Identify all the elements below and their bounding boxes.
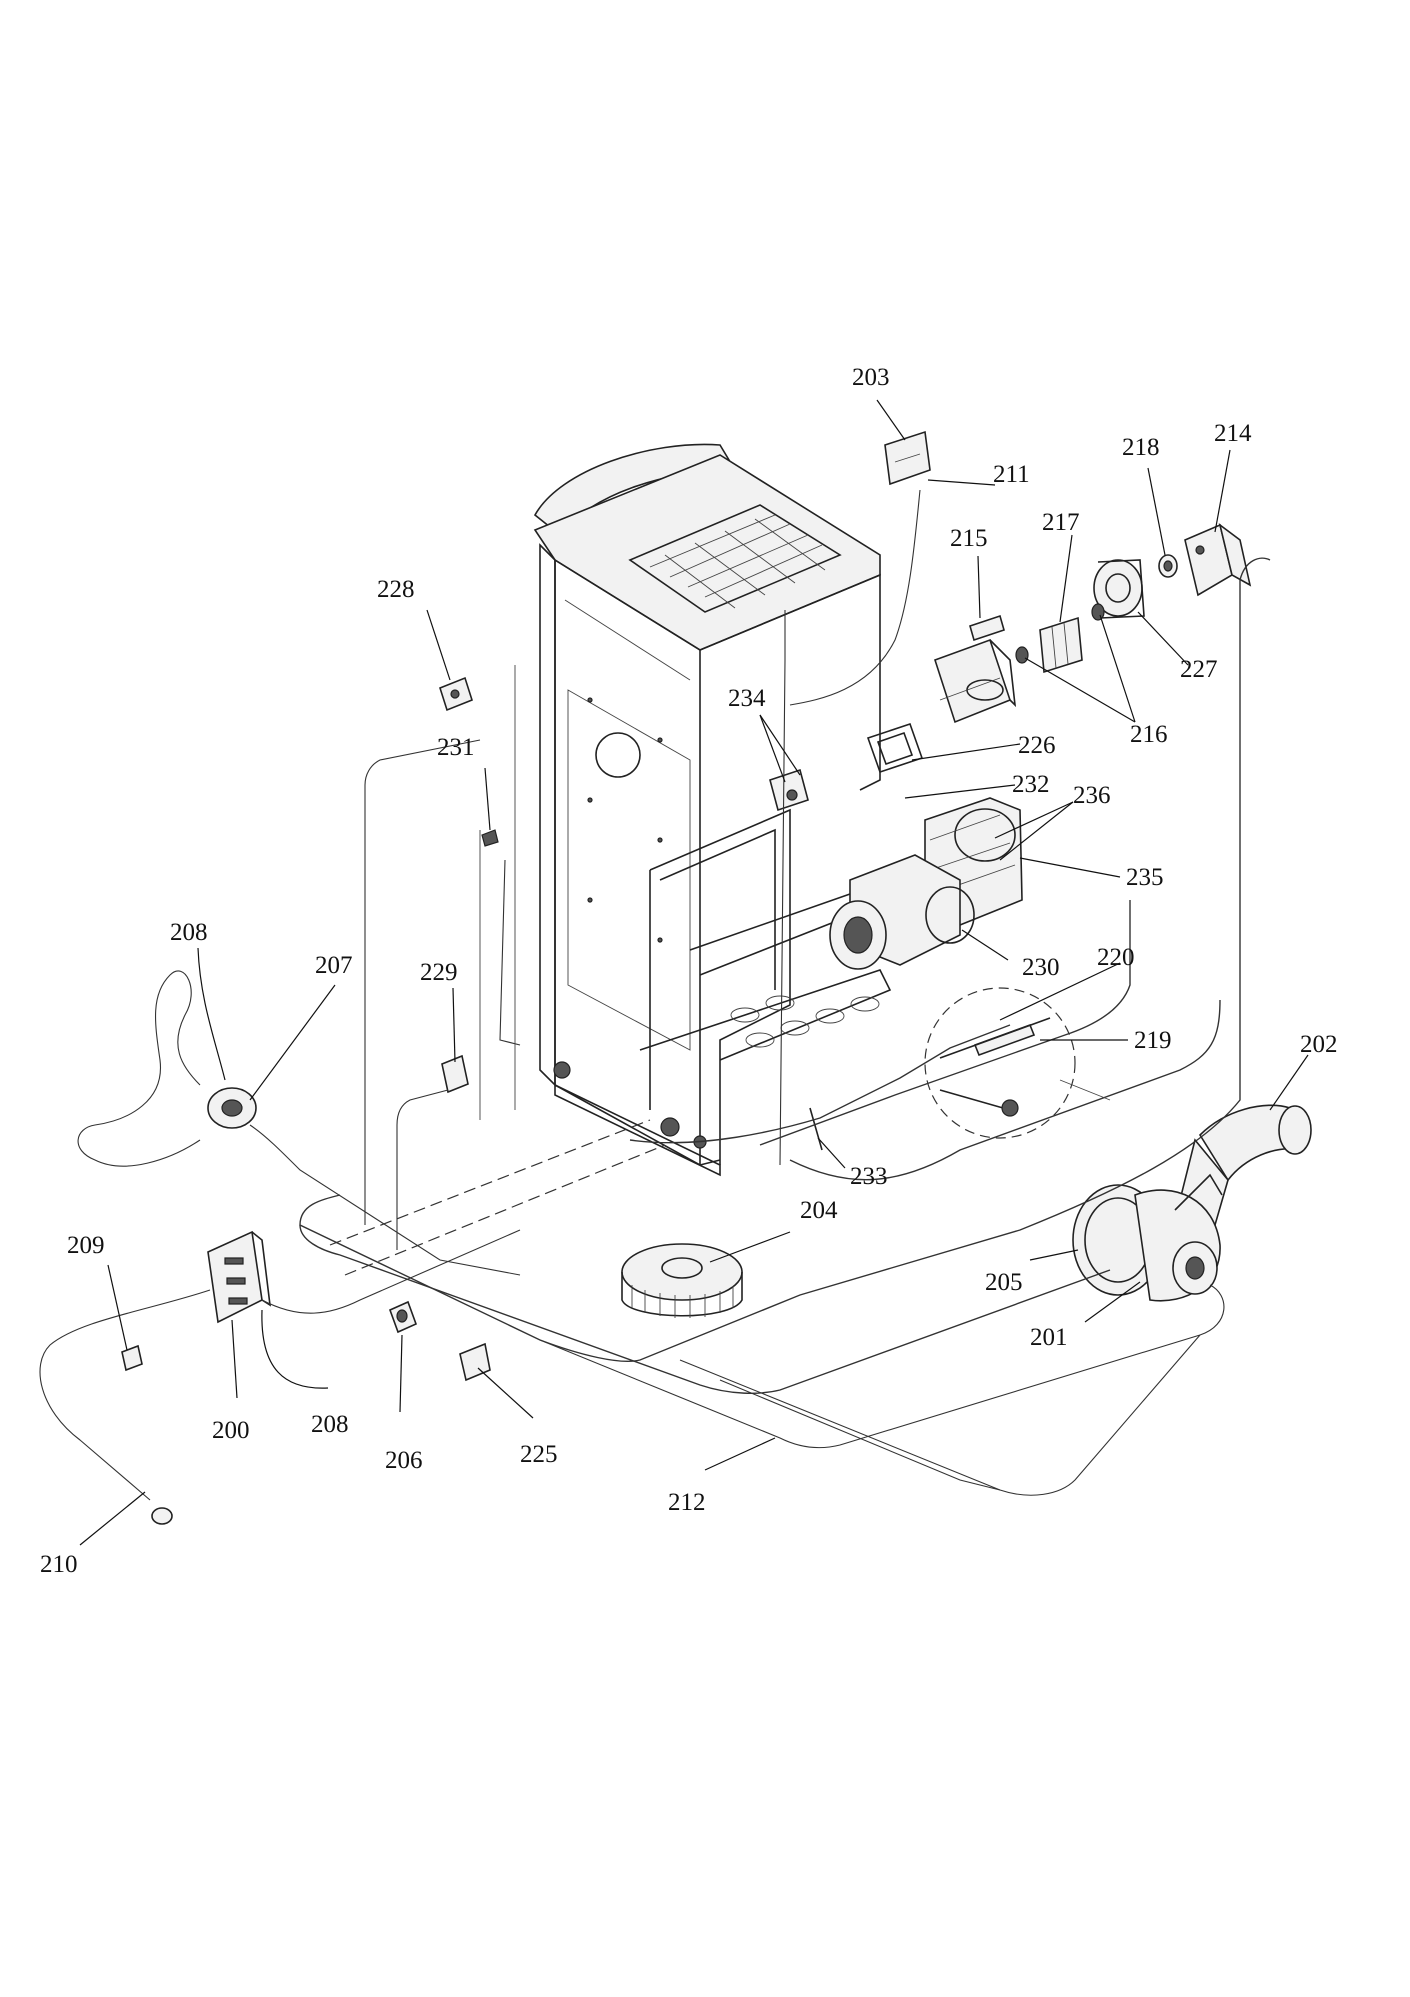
callout-214: 214 [1214, 420, 1252, 447]
switch-209 [121, 1344, 143, 1372]
plug-210 [151, 1507, 173, 1525]
control-board-200 [207, 1230, 271, 1324]
connector-225 [459, 1342, 491, 1382]
callout-labels: 203 211 218 214 215 217 227 216 228 234 … [40, 364, 1338, 1578]
callout-202: 202 [1300, 1031, 1338, 1058]
callout-218: 218 [1122, 434, 1160, 461]
callout-209: 209 [67, 1232, 105, 1259]
relay-206 [388, 1300, 418, 1334]
bolt-233 [809, 1107, 823, 1151]
callout-233: 233 [850, 1163, 888, 1190]
callout-236: 236 [1073, 782, 1111, 809]
wiring-harness-212 [39, 489, 1271, 1501]
callout-211: 211 [993, 461, 1030, 488]
callout-206: 206 [385, 1447, 423, 1474]
callout-229: 229 [420, 959, 458, 986]
callout-235: 235 [1126, 864, 1164, 891]
callout-215: 215 [950, 525, 988, 552]
igniter-detail-219-220 [924, 987, 1076, 1139]
callout-200: 200 [212, 1417, 250, 1444]
callout-204: 204 [800, 1197, 838, 1224]
callout-207: 207 [315, 952, 353, 979]
callout-219: 219 [1134, 1027, 1172, 1054]
callout-217: 217 [1042, 509, 1080, 536]
gasket-226 [866, 722, 924, 774]
thermostat-228 [439, 676, 473, 712]
callout-234: 234 [728, 685, 766, 712]
callout-205: 205 [985, 1269, 1023, 1296]
callout-208-bottom: 208 [311, 1411, 349, 1438]
callout-212: 212 [668, 1489, 706, 1516]
gear-motor-214 [1184, 523, 1252, 597]
bearing-216 [1015, 603, 1105, 664]
bearing-218 [1158, 554, 1178, 578]
switch-215 [969, 614, 1005, 642]
pressure-switch-207 [207, 1087, 257, 1129]
feeder-assembly [934, 638, 1017, 724]
callout-230: 230 [1022, 954, 1060, 981]
callout-203: 203 [852, 364, 890, 391]
callout-210: 210 [40, 1551, 78, 1578]
flange-227 [1093, 559, 1145, 619]
auger-217 [1039, 616, 1083, 674]
callout-220: 220 [1097, 944, 1135, 971]
callout-208-top: 208 [170, 919, 208, 946]
callout-216: 216 [1130, 721, 1168, 748]
blower-204 [621, 1243, 743, 1318]
boiler-body [533, 443, 892, 1177]
callout-201: 201 [1030, 1324, 1068, 1351]
callout-228: 228 [377, 576, 415, 603]
exhaust-fan-230 [829, 854, 975, 970]
sensor-231 [481, 829, 499, 847]
callout-232: 232 [1012, 771, 1050, 798]
callout-227: 227 [1180, 656, 1218, 683]
control-panel-203 [884, 430, 931, 486]
callout-225: 225 [520, 1441, 558, 1468]
sensor-234 [769, 768, 809, 812]
fan-201-205 [1072, 1173, 1223, 1302]
callout-231: 231 [437, 734, 475, 761]
callout-226: 226 [1018, 732, 1056, 759]
leader-lines [79, 399, 1309, 1546]
